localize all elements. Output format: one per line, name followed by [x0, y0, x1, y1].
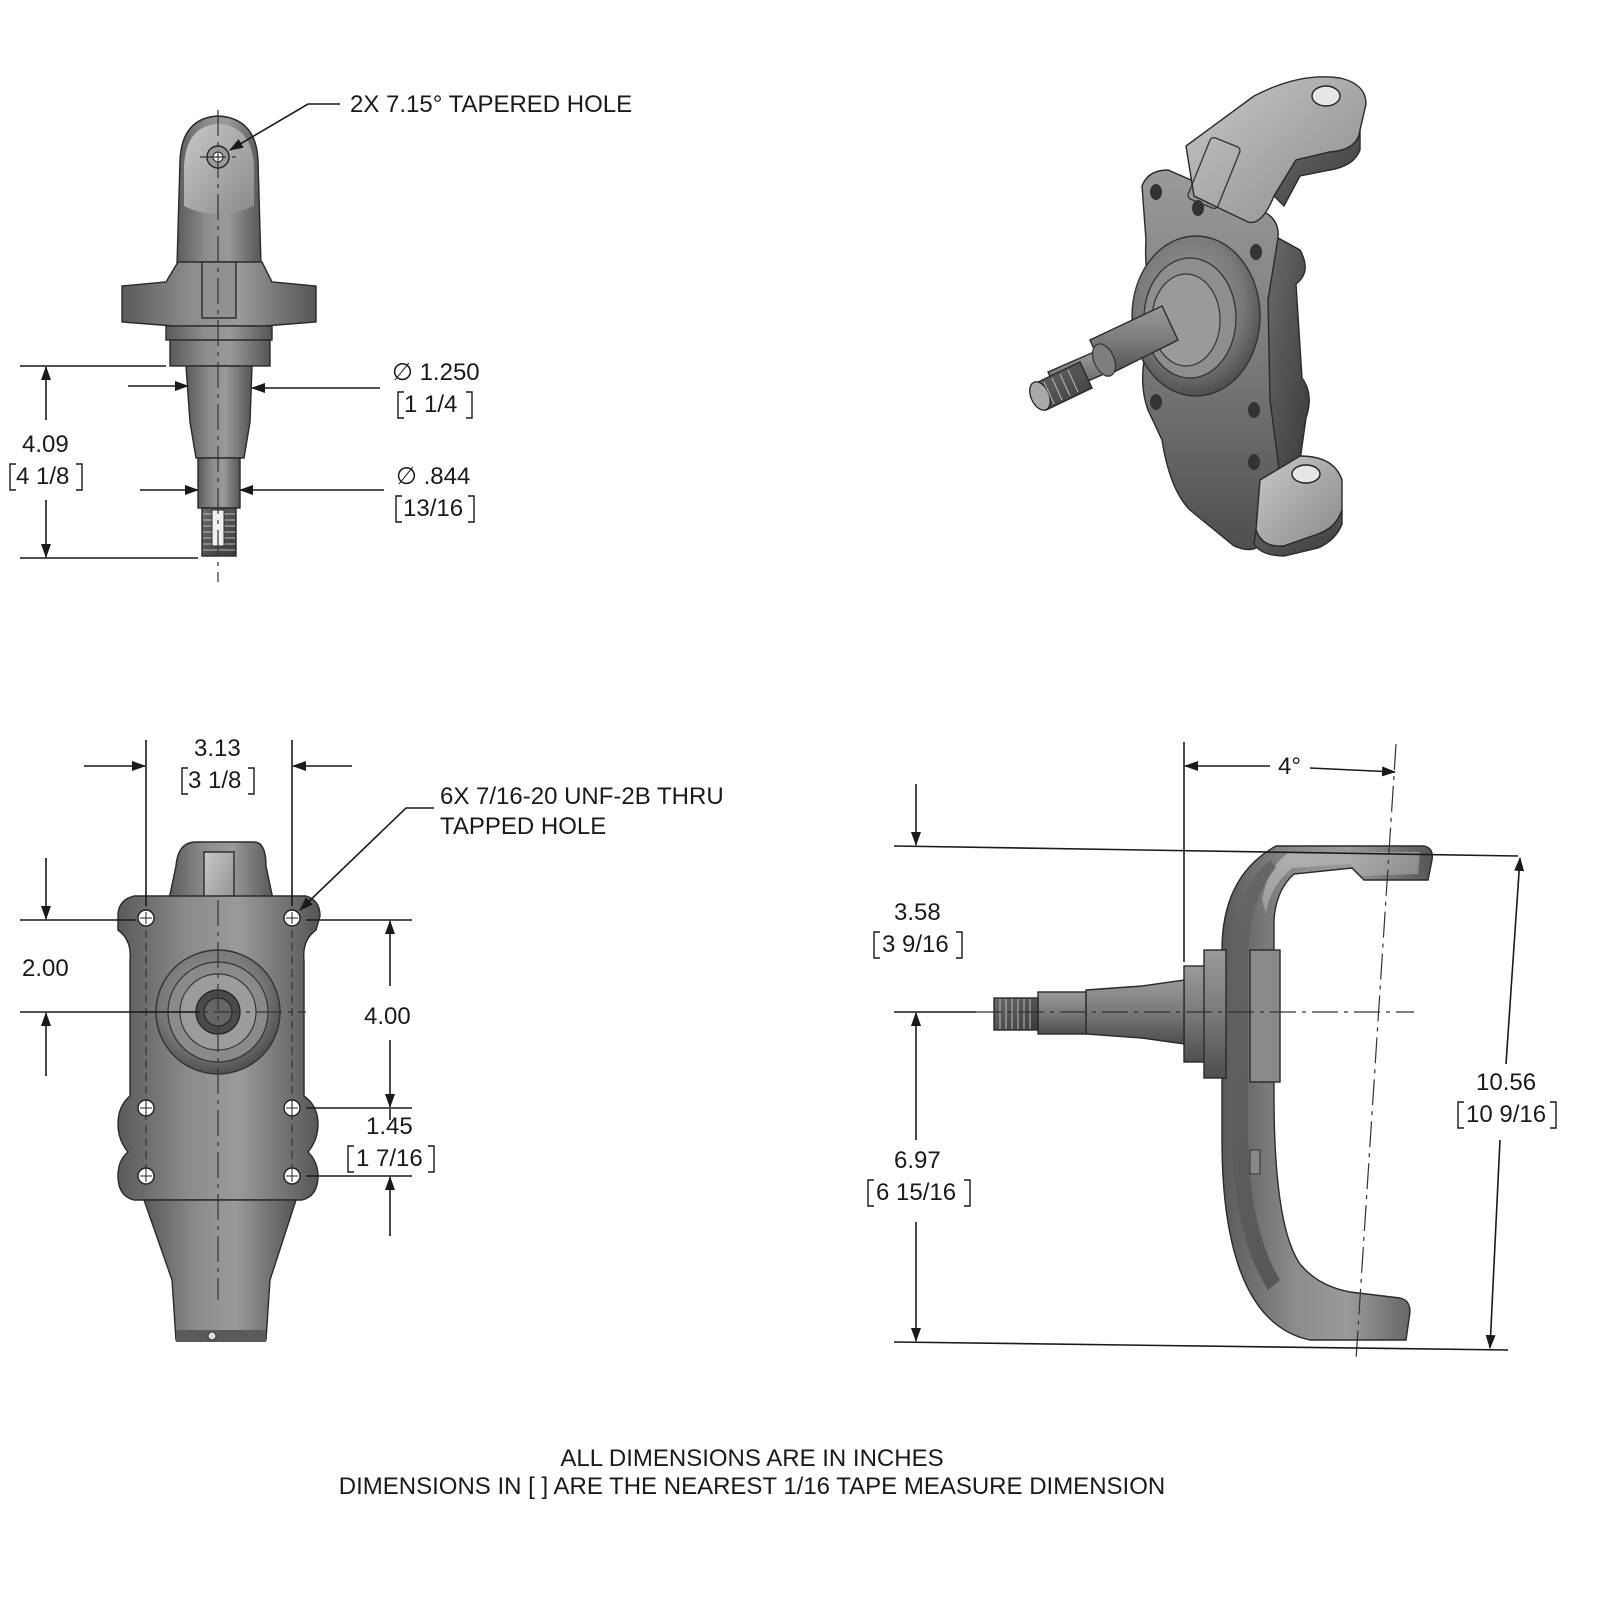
front-view-dimensions: [20, 740, 434, 1236]
dim-upper-height-frac: 3 9/16: [882, 931, 949, 958]
note-units: ALL DIMENSIONS ARE IN INCHES: [560, 1445, 943, 1472]
tapped-hole-callout-line1: 6X 7/16-20 UNF-2B THRU: [440, 783, 724, 810]
dim-spindle-length: 4.09: [22, 431, 69, 458]
dim-lower-height-frac: 6 15/16: [876, 1179, 956, 1206]
rear-side-view: [976, 845, 1434, 1341]
side-view: [121, 110, 317, 582]
tapped-hole-callout-line2: TAPPED HOLE: [440, 813, 606, 840]
dim-spindle-dia-small: ∅ .844: [396, 463, 470, 490]
note-fraction: DIMENSIONS IN [ ] ARE THE NEAREST 1/16 T…: [339, 1473, 1165, 1500]
front-view: [117, 841, 321, 1342]
dim-spindle-dia-large-frac: 1 1/4: [404, 391, 457, 418]
annotations: 2X 7.15° TAPERED HOLE ∅ 1.250 1 1/4 ∅ .8…: [16, 91, 1546, 1500]
rear-side-view-dimensions: [893, 742, 1525, 1361]
dim-hole-spacing-width-frac: 3 1/8: [188, 767, 241, 794]
dim-lower-height: 6.97: [894, 1147, 941, 1174]
dim-lower-hole-spacing: 1.45: [366, 1113, 413, 1140]
dim-upper-height: 3.58: [894, 899, 941, 926]
dim-lower-hole-spacing-frac: 1 7/16: [356, 1145, 423, 1172]
dim-spindle-dia-small-frac: 13/16: [403, 495, 463, 522]
fraction-brackets: [9, 391, 1557, 1207]
dim-kpi-angle: 4°: [1278, 753, 1301, 780]
side-view-dimensions: [20, 103, 384, 559]
dim-overall-height: 10.56: [1476, 1069, 1536, 1096]
dim-overall-height-frac: 10 9/16: [1466, 1101, 1546, 1128]
dim-spindle-dia-large: ∅ 1.250: [392, 359, 480, 386]
dim-hole-spacing-vertical: 4.00: [364, 1003, 411, 1030]
dim-spindle-length-frac: 4 1/8: [16, 463, 69, 490]
isometric-view: [1029, 76, 1367, 557]
dim-upper-offset: 2.00: [22, 955, 69, 982]
dim-hole-spacing-width: 3.13: [194, 735, 241, 762]
tapered-hole-callout: 2X 7.15° TAPERED HOLE: [350, 91, 632, 118]
